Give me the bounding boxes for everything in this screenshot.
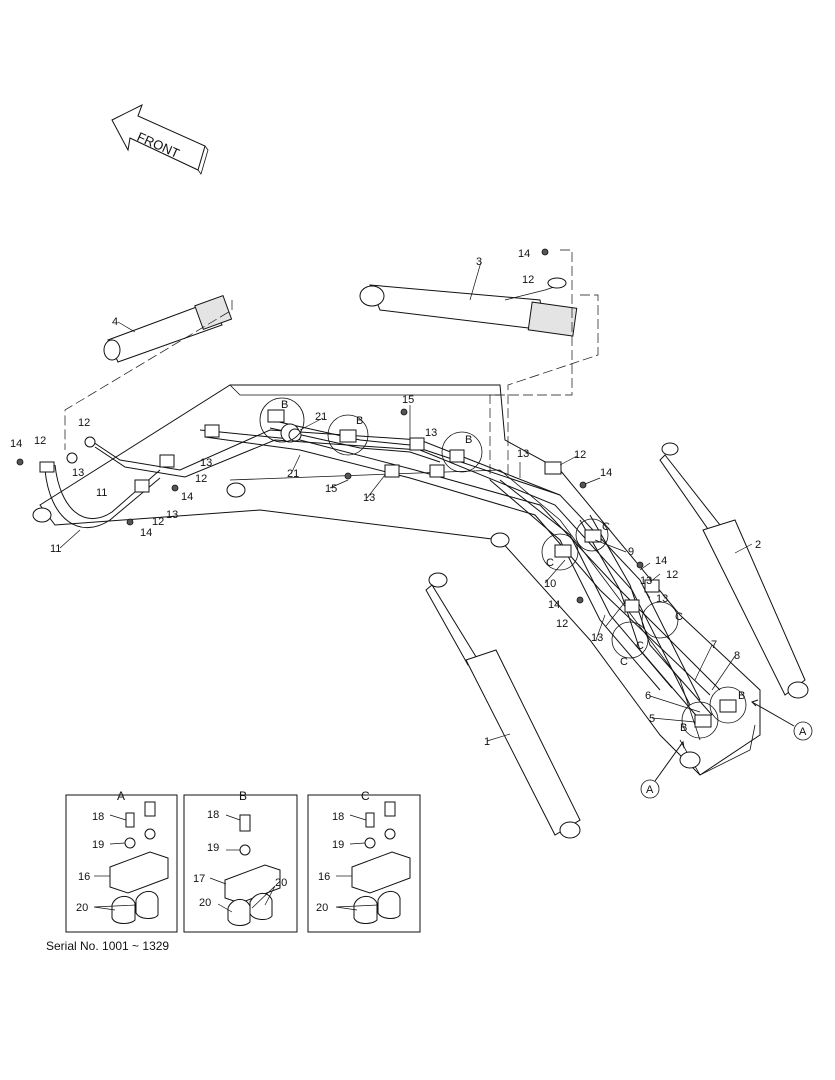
callout-12c: 12 bbox=[152, 516, 164, 528]
fittings bbox=[16, 408, 737, 728]
callout-11b: 11 bbox=[96, 487, 107, 499]
callout-c-2: C bbox=[602, 521, 610, 533]
detail-b-label-20a: 20 bbox=[199, 897, 211, 909]
detail-c-label-20: 20 bbox=[316, 902, 328, 914]
detail-a-label-19: 19 bbox=[92, 839, 104, 851]
detail-b-title: B bbox=[239, 789, 247, 803]
callout-21b: 21 bbox=[287, 468, 299, 480]
callout-14a: 14 bbox=[10, 438, 22, 450]
callout-13f: 13 bbox=[517, 448, 529, 460]
callout-labels: 1 2 3 4 5 6 7 8 9 10 11 11 12 12 12 12 1… bbox=[10, 248, 807, 796]
callout-12g: 12 bbox=[666, 569, 678, 581]
detail-a-title: A bbox=[117, 789, 125, 803]
callout-13g: 13 bbox=[640, 575, 652, 587]
leader-lines bbox=[59, 261, 753, 742]
callout-7: 7 bbox=[711, 639, 717, 651]
callout-14e: 14 bbox=[600, 467, 612, 479]
callout-12b: 12 bbox=[34, 435, 46, 447]
callout-8: 8 bbox=[734, 650, 740, 662]
callout-a-bottom: A bbox=[646, 784, 654, 796]
detail-c-title: C bbox=[361, 789, 370, 803]
callout-10: 10 bbox=[544, 578, 556, 590]
detail-c-label-16: 16 bbox=[318, 871, 330, 883]
boom bbox=[32, 384, 761, 776]
callout-3: 3 bbox=[476, 256, 482, 268]
callout-12f: 12 bbox=[574, 449, 586, 461]
callout-c-4: C bbox=[675, 611, 683, 623]
detail-b-label-18: 18 bbox=[207, 809, 219, 821]
callout-c-1: C bbox=[546, 557, 554, 569]
callout-b-5: B bbox=[680, 722, 687, 734]
hydraulic-lines bbox=[44, 419, 721, 721]
callout-11a: 11 bbox=[50, 543, 61, 555]
callout-12e: 12 bbox=[522, 274, 534, 286]
callout-12d: 12 bbox=[195, 473, 207, 485]
callout-b-3: B bbox=[465, 434, 472, 446]
callout-13a: 13 bbox=[72, 467, 84, 479]
callout-14b: 14 bbox=[140, 527, 152, 539]
detail-a-label-20: 20 bbox=[76, 902, 88, 914]
callout-12h: 12 bbox=[556, 618, 568, 630]
callout-c-5: C bbox=[636, 640, 644, 652]
callout-a-right: A bbox=[799, 726, 807, 738]
detail-b-label-17: 17 bbox=[193, 873, 205, 885]
callout-b-2: B bbox=[356, 415, 363, 427]
detail-view-a: A 18 19 16 20 bbox=[65, 789, 178, 933]
cylinder-1 bbox=[425, 572, 581, 839]
detail-a-label-18: 18 bbox=[92, 811, 104, 823]
callout-12a: 12 bbox=[78, 417, 90, 429]
callout-b-1: B bbox=[281, 399, 288, 411]
callout-4: 4 bbox=[112, 316, 118, 328]
callout-1: 1 bbox=[484, 736, 490, 748]
callout-13d: 13 bbox=[425, 427, 437, 439]
callout-13i: 13 bbox=[591, 632, 603, 644]
callout-14c: 14 bbox=[181, 491, 193, 503]
detail-b-label-20b: 20 bbox=[275, 877, 287, 889]
detail-b-label-19: 19 bbox=[207, 842, 219, 854]
front-direction-arrow: FRONT bbox=[111, 103, 209, 175]
detail-c-label-19: 19 bbox=[332, 839, 344, 851]
zone-circles bbox=[259, 397, 813, 799]
callout-14d: 14 bbox=[518, 248, 530, 260]
callout-14f: 14 bbox=[655, 555, 667, 567]
detail-c-label-18: 18 bbox=[332, 811, 344, 823]
callout-13b: 13 bbox=[166, 509, 178, 521]
cylinder-2 bbox=[659, 442, 809, 699]
detail-view-b: B 18 19 17 20 20 bbox=[183, 789, 298, 933]
serial-number: Serial No. 1001 ~ 1329 bbox=[46, 939, 169, 953]
callout-15a: 15 bbox=[402, 394, 414, 406]
callout-14g: 14 bbox=[548, 599, 560, 611]
callout-13h: 13 bbox=[656, 593, 668, 605]
callout-21a: 21 bbox=[315, 411, 327, 423]
detail-view-c: C 18 19 16 20 bbox=[307, 789, 421, 933]
callout-5: 5 bbox=[649, 713, 655, 725]
callout-13c: 13 bbox=[200, 457, 212, 469]
callout-13e: 13 bbox=[363, 492, 375, 504]
callout-2: 2 bbox=[755, 539, 761, 551]
callout-9: 9 bbox=[628, 546, 634, 558]
callout-15b: 15 bbox=[325, 483, 337, 495]
detail-a-label-16: 16 bbox=[78, 871, 90, 883]
cylinder-3 bbox=[359, 248, 599, 480]
callout-b-4: B bbox=[738, 690, 745, 702]
cylinder-4 bbox=[64, 294, 233, 450]
callout-6: 6 bbox=[645, 690, 651, 702]
callout-c-3: C bbox=[620, 656, 628, 668]
